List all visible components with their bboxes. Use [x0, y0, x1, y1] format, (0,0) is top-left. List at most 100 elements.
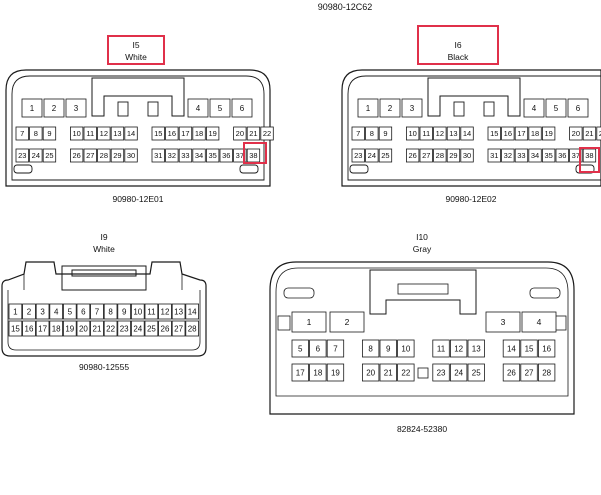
i10-pin-23: 23: [432, 363, 450, 382]
i5-pin-label: 19: [208, 129, 216, 138]
i6-pin-8: 8: [365, 126, 379, 141]
i10-pin-2: 2: [329, 311, 365, 333]
i5-part-number: 90980-12E01: [112, 194, 163, 204]
i9-pin-cell: [76, 303, 91, 320]
i9-pin-17: 17: [35, 320, 50, 337]
i5-pin-label: 21: [249, 129, 257, 138]
i10-housing-outline: [269, 261, 575, 415]
i10-pin-label: 4: [537, 317, 542, 327]
i6-pin-36: 36: [555, 148, 569, 163]
i9-pin-23: 23: [117, 320, 132, 337]
i10-pin-cell: [520, 339, 538, 358]
i9-pin-cell: [103, 303, 118, 320]
i10-pin-label: 24: [454, 368, 463, 377]
i5-pin-cell: [124, 126, 138, 141]
i10-pin-cell: [502, 339, 521, 358]
i10-pin-label: 9: [386, 344, 391, 353]
i6-pin-cell: [419, 126, 433, 141]
i9-pin-label: 4: [54, 307, 59, 316]
i10-housing-inner: [275, 267, 569, 397]
i6-pin-cell: [405, 126, 420, 141]
i6-pin-label: 12: [436, 129, 444, 138]
i5-pin-label: 30: [127, 151, 135, 160]
i5-pin-label: 10: [72, 129, 80, 138]
i10-pin-10: 10: [397, 339, 415, 358]
i9-pin-cell: [63, 320, 77, 337]
i10-pin-label: 28: [542, 368, 551, 377]
i6-pin-19: 19: [542, 126, 556, 141]
i10-tab-right: [529, 287, 561, 299]
i10-pin-label: 2: [345, 317, 350, 327]
i5-pin-cell: [70, 126, 84, 141]
i5-pin-label: 31: [154, 151, 162, 160]
i6-pin-grid: 1234567891011121314151617181920212223242…: [351, 98, 601, 163]
i5-pin-label: 20: [236, 129, 244, 138]
i6-pin-label: 4: [532, 104, 537, 113]
i6-pin-38-highlight: [579, 147, 600, 173]
i6-pin-22: 22: [596, 126, 601, 141]
i9-pin-9: 9: [117, 303, 132, 320]
i9-pin-label: 24: [133, 324, 142, 333]
i5-pin-label: 29: [113, 151, 121, 160]
i9-pin-cell: [171, 320, 186, 337]
i6-pin-cell: [405, 148, 420, 163]
i5-pin-cell: [178, 148, 193, 163]
i6-pin-cell: [528, 148, 542, 163]
i10-pin-27: 27: [520, 363, 538, 382]
i9-pin-12: 12: [158, 303, 172, 320]
i9-pin-label: 7: [95, 307, 100, 316]
i5-pin-cell: [165, 148, 179, 163]
i6-pin-cell: [351, 148, 365, 163]
i6-pin-32: 32: [501, 148, 515, 163]
i5-pin-cell: [83, 126, 97, 141]
i6-pin-label: 10: [408, 129, 416, 138]
i5-pin-12: 12: [97, 126, 111, 141]
i6-color-label: Black: [448, 52, 470, 62]
i5-pin-cell: [42, 126, 57, 141]
i6-pin-28: 28: [433, 148, 447, 163]
i6-pin-label: 14: [463, 129, 471, 138]
i10-pin-label: 20: [366, 368, 375, 377]
i9-pin-label: 22: [106, 324, 115, 333]
i9-pin-cell: [103, 320, 118, 337]
i10-pin-13: 13: [467, 339, 485, 358]
i5-pin-label: 34: [195, 151, 203, 160]
i10-pin-label: 13: [472, 344, 481, 353]
i5-pin-cell: [97, 148, 111, 163]
i5-pin-cell: [29, 126, 43, 141]
i9-pin-cell: [22, 320, 36, 337]
i5-pin-label: 37: [236, 151, 244, 160]
i6-pin-13: 13: [446, 126, 461, 141]
i6-pin-label: 34: [531, 151, 539, 160]
i9-pin-7: 7: [90, 303, 104, 320]
i5-pin-cell: [192, 148, 206, 163]
i6-pin-5: 5: [545, 98, 567, 118]
i9-pin-label: 27: [174, 324, 183, 333]
i5-pin-cell: [151, 148, 165, 163]
i9-pin-label: 2: [27, 307, 32, 316]
i5-pin-label: 16: [168, 129, 176, 138]
i6-pin-label: 13: [449, 129, 457, 138]
i10-latch: [369, 269, 477, 315]
i6-pin-18: 18: [528, 126, 542, 141]
i10-pin-cell: [361, 339, 380, 358]
i9-pin-6: 6: [76, 303, 91, 320]
i9-pin-label: 6: [81, 307, 86, 316]
i9-pin-label: 13: [174, 307, 183, 316]
i5-pin-cell: [178, 126, 193, 141]
i5-pin-cell: [97, 126, 111, 141]
i9-pin-label: 21: [93, 324, 102, 333]
i10-pin-28: 28: [538, 363, 556, 382]
i9-pin-label: 17: [38, 324, 47, 333]
i5-pin-33: 33: [178, 148, 193, 163]
i5-pin-label: 13: [113, 129, 121, 138]
i6-pin-label: 22: [599, 129, 601, 138]
i5-pin-26: 26: [70, 148, 84, 163]
i10-pin-9: 9: [379, 339, 397, 358]
i5-pin-32: 32: [165, 148, 179, 163]
i10-pin-20: 20: [361, 363, 380, 382]
i10-pin-cell: [449, 363, 468, 382]
